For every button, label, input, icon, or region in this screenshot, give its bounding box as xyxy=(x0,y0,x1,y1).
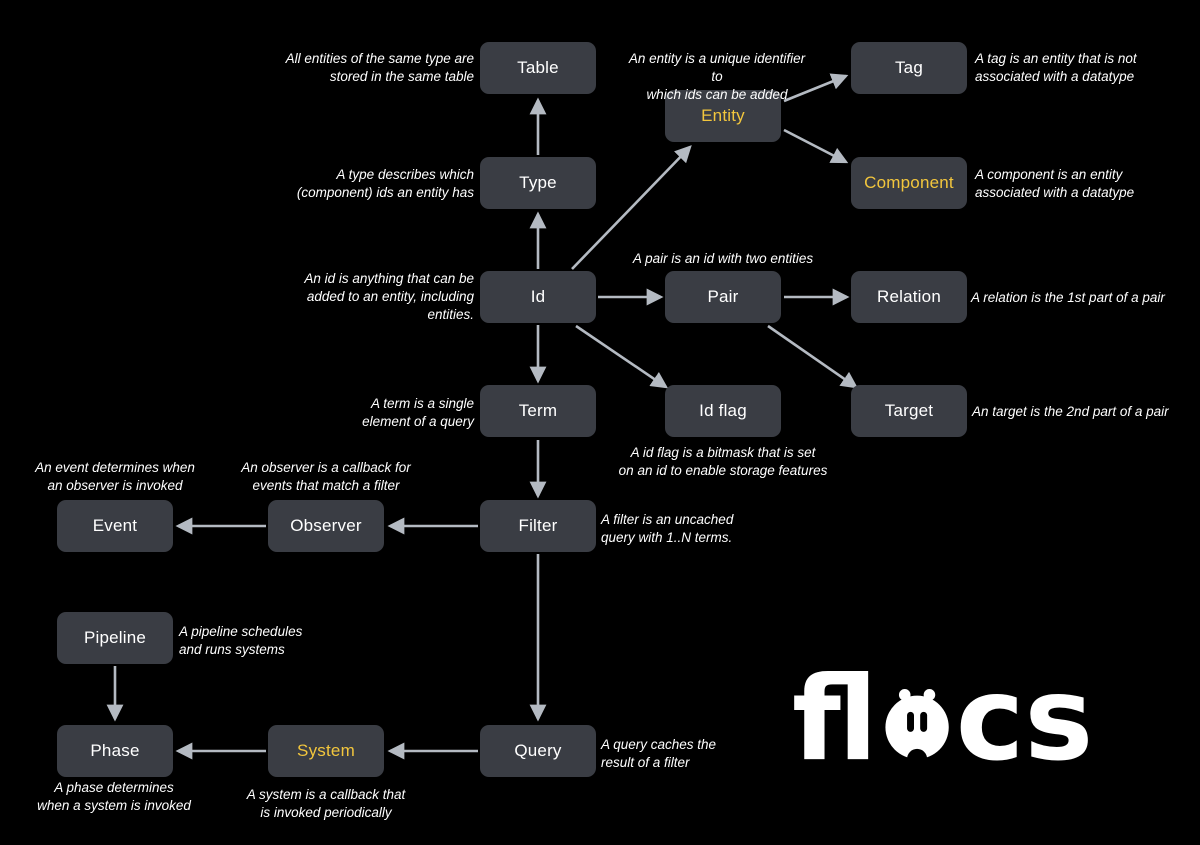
node-filter: Filter xyxy=(480,500,596,552)
note-pipeline: A pipeline schedules and runs systems xyxy=(179,624,303,657)
node-system: System xyxy=(268,725,384,777)
note-type: A type describes which (component) ids a… xyxy=(296,167,474,200)
note-tag: A tag is an entity that is not associate… xyxy=(975,51,1137,84)
node-entity: Entity xyxy=(665,90,781,142)
arrow-id-to-entity xyxy=(571,145,692,270)
node-table: Table xyxy=(480,42,596,94)
note-component: A component is an entity associated with… xyxy=(975,167,1135,200)
note-relation: A relation is the 1st part of a pair xyxy=(971,290,1165,305)
node-tag: Tag xyxy=(851,42,967,94)
note-observer: An observer is a callback for events tha… xyxy=(241,460,411,493)
note-system: A system is a callback that is invoked p… xyxy=(246,787,406,820)
arrow-pair-to-target xyxy=(767,324,859,389)
node-query: Query xyxy=(480,725,596,777)
note-target: An target is the 2nd part of a pair xyxy=(972,404,1169,419)
note-id-flag: A id flag is a bitmask that is set on an… xyxy=(618,445,828,478)
logo-text-cs: cs xyxy=(956,658,1094,778)
arrow-entity-to-tag xyxy=(783,73,849,103)
note-query: A query caches the result of a filter xyxy=(601,737,717,770)
note-phase: A phase determines when a system is invo… xyxy=(37,780,191,813)
arrow-entity-to-component xyxy=(783,128,849,164)
node-component: Component xyxy=(851,157,967,209)
note-table: All entities of the same type are stored… xyxy=(285,51,474,84)
flecs-logo: fl cs xyxy=(792,658,1094,778)
note-entity: An entity is a unique identifier to whic… xyxy=(628,51,806,102)
note-id: An id is anything that can be added to a… xyxy=(304,271,474,322)
logo-text-fl: fl xyxy=(792,658,878,778)
node-type: Type xyxy=(480,157,596,209)
node-term: Term xyxy=(480,385,596,437)
node-id-flag: Id flag xyxy=(665,385,781,437)
node-event: Event xyxy=(57,500,173,552)
node-id: Id xyxy=(480,271,596,323)
note-event: An event determines when an observer is … xyxy=(35,460,195,493)
node-phase: Phase xyxy=(57,725,173,777)
node-pipeline: Pipeline xyxy=(57,612,173,664)
node-pair: Pair xyxy=(665,271,781,323)
arrow-id-to-idflag xyxy=(575,324,669,389)
node-observer: Observer xyxy=(268,500,384,552)
node-target: Target xyxy=(851,385,967,437)
node-relation: Relation xyxy=(851,271,967,323)
note-filter: A filter is an uncached query with 1..N … xyxy=(601,512,734,545)
note-term: A term is a single element of a query xyxy=(362,396,474,429)
logo-creature-head-icon xyxy=(885,689,949,769)
note-pair: A pair is an id with two entities xyxy=(632,251,814,266)
